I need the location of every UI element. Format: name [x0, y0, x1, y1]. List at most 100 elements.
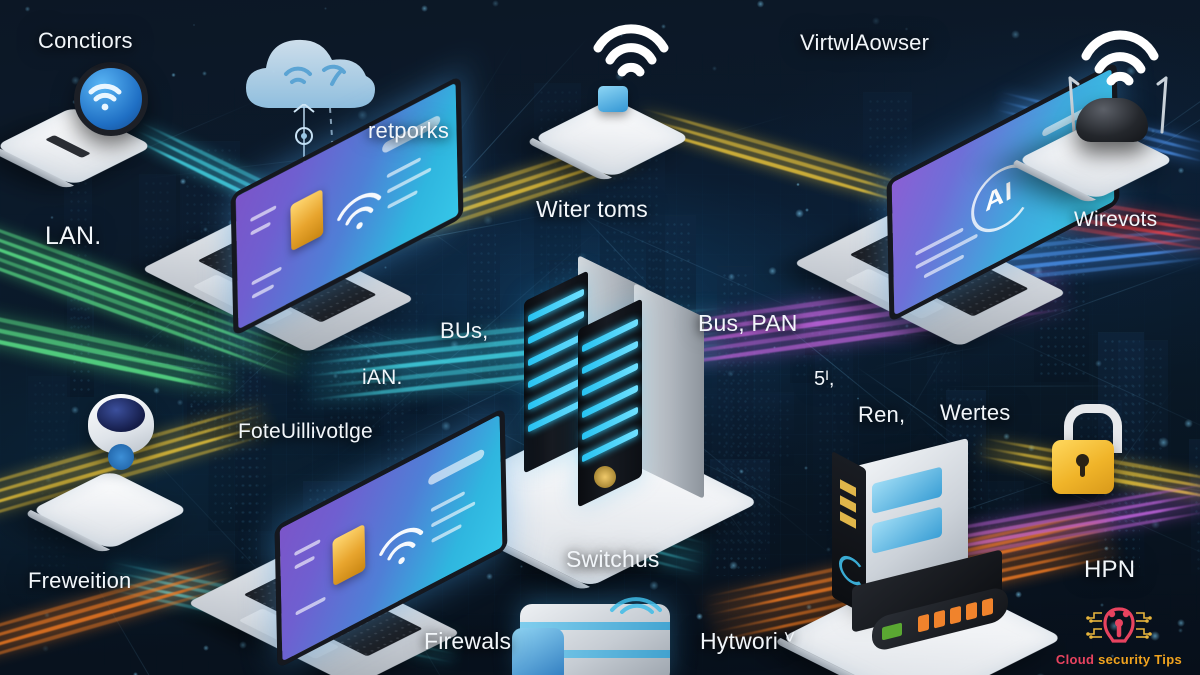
hub-body-icon [598, 86, 628, 112]
particle [176, 399, 184, 406]
label-hytwori: Hytwori ⱽ [700, 628, 795, 654]
wifi-arcs-icon [584, 6, 678, 83]
particle [440, 420, 452, 432]
wifi-badge-icon [74, 62, 148, 136]
keyhole-icon [1076, 454, 1089, 477]
particle [357, 109, 368, 121]
building [737, 391, 795, 467]
particle [1109, 621, 1120, 632]
label-ian: iAN. [362, 366, 403, 389]
watermark-part-two: security Tips [1098, 652, 1182, 667]
particle [464, 175, 467, 179]
label-protocol: FoteUillivotlge [238, 420, 373, 443]
particle [132, 456, 137, 461]
particle [1178, 628, 1184, 634]
particle [24, 6, 31, 13]
building [1191, 478, 1200, 580]
particle [904, 27, 909, 31]
label-router-toms: Witer toms [536, 196, 648, 222]
particle [332, 373, 339, 380]
particle [806, 604, 812, 610]
watermark-part-one: Cloud [1055, 652, 1095, 667]
particle [1094, 359, 1102, 367]
particle [1110, 653, 1115, 658]
particle [726, 370, 735, 378]
particle [324, 6, 327, 10]
particle [71, 76, 80, 85]
particle [41, 644, 50, 652]
particle [1157, 437, 1169, 449]
particle [153, 387, 160, 394]
particle [1177, 619, 1185, 627]
particle [520, 565, 524, 568]
label-firewalls: Firewals [424, 628, 512, 654]
particle [1015, 591, 1022, 598]
watermark: Cloud security Tips [1056, 603, 1182, 667]
label-switches: Switchus [566, 546, 660, 572]
label-networks: retporks [368, 118, 450, 143]
particle [1002, 432, 1010, 440]
particle [420, 4, 428, 12]
particle [366, 358, 371, 364]
cloud-glyph-icon [246, 39, 375, 109]
lock-body-icon [1052, 440, 1114, 494]
particle [492, 0, 500, 8]
label-wireless-right: Wirevots [1074, 208, 1158, 231]
particle [189, 404, 194, 409]
particle [167, 576, 176, 584]
label-bus-pan: Bus, PAN [698, 310, 798, 336]
particle [1034, 673, 1046, 675]
particle [615, 72, 625, 82]
particle [695, 613, 703, 620]
particle [1150, 631, 1161, 641]
building [234, 340, 261, 564]
particle [50, 215, 54, 219]
particle [1151, 520, 1160, 529]
lock-shackle-icon [1064, 404, 1122, 453]
particle [727, 273, 736, 281]
particle [756, 0, 765, 8]
screen-wifi-icon [337, 192, 382, 230]
particle [856, 396, 860, 400]
label-wertes: Wertes [940, 400, 1011, 425]
panel-screen-bottom [872, 506, 942, 554]
particle [238, 641, 247, 649]
panel-screen-top [872, 466, 942, 514]
particle [768, 267, 777, 276]
wifi-glyph-icon [88, 83, 122, 111]
label-connectors: Conctiors [38, 28, 133, 53]
label-ren: Ren, [858, 402, 906, 427]
particle [450, 339, 460, 349]
particle [482, 215, 493, 226]
particle [384, 266, 388, 270]
particle [312, 430, 317, 435]
particle [201, 70, 208, 77]
watermark-text: Cloud security Tips [1056, 652, 1182, 667]
particle [486, 572, 494, 580]
particle [712, 66, 717, 71]
particle [1126, 66, 1137, 77]
particle [804, 465, 809, 470]
particle [230, 507, 233, 510]
particle [1177, 166, 1185, 174]
particle [383, 382, 388, 386]
particle [1099, 602, 1105, 608]
particle [132, 672, 138, 675]
particle [804, 207, 809, 212]
building [712, 343, 780, 554]
label-five-g: 5ᴵ, [814, 368, 835, 390]
particle [38, 382, 41, 385]
particle [729, 561, 739, 571]
label-hpn: HPN [1084, 556, 1136, 583]
laptop-screen [230, 75, 464, 337]
particle [736, 302, 740, 306]
dish-mount-icon [108, 444, 134, 470]
file-card-icon [290, 188, 324, 252]
particle [795, 209, 804, 218]
particle [1010, 29, 1021, 40]
building [1188, 439, 1200, 523]
particle [203, 226, 209, 232]
particle [739, 468, 745, 474]
particle [905, 324, 909, 328]
